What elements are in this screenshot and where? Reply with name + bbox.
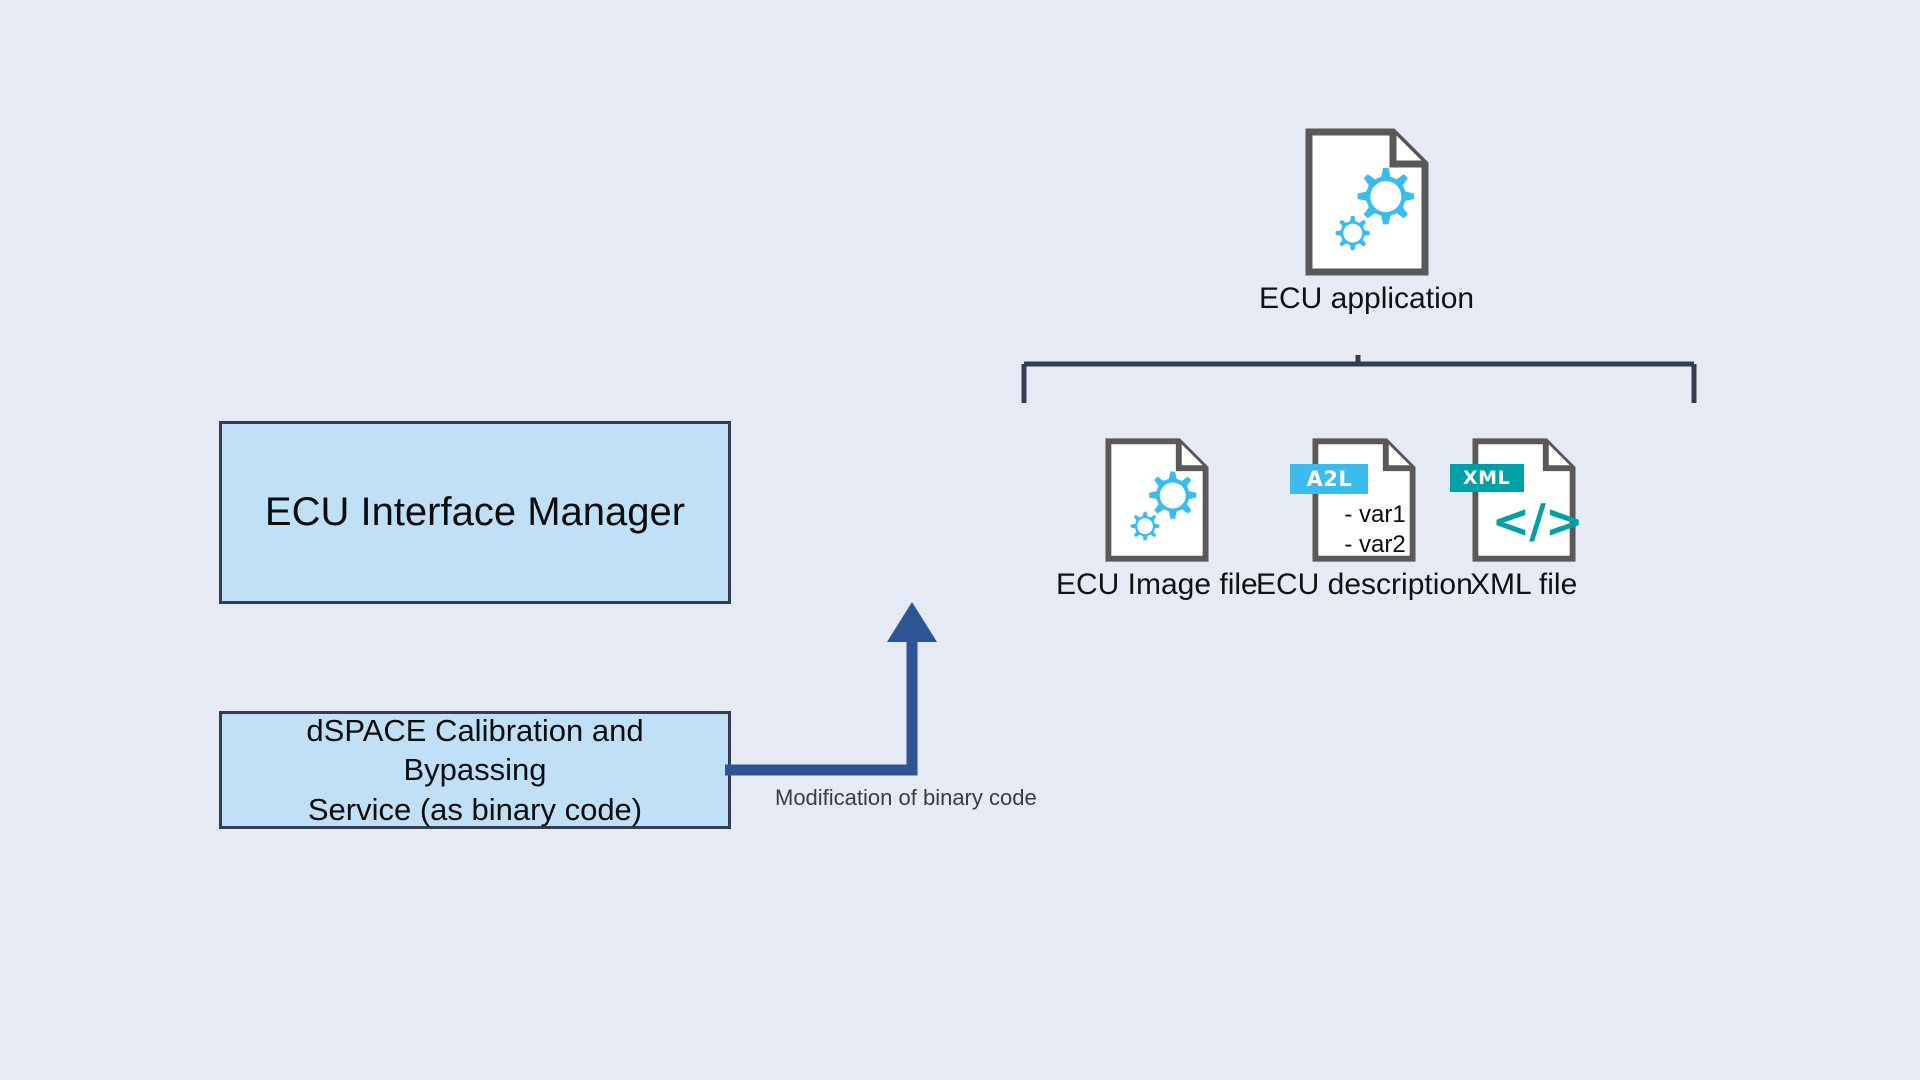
modification-arrow — [725, 600, 1125, 785]
a2l-variable-list: - var1 - var2 — [1344, 500, 1405, 560]
node-ecu-image-file[interactable]: ECU Image file — [1056, 438, 1258, 602]
xml-tag-badge: XML — [1449, 464, 1524, 492]
code-brackets-icon: </> — [1491, 494, 1584, 548]
document-a2l-icon: A2L - var1 - var2 — [1290, 438, 1416, 562]
document-xml-icon: XML </> — [1449, 438, 1584, 562]
a2l-tag-badge: A2L — [1290, 464, 1369, 494]
node-xml-file[interactable]: XML </> XML file — [1449, 438, 1584, 602]
node-ecu-image-file-caption: ECU Image file — [1056, 568, 1258, 601]
box-dspace-service-line1: dSPACE Calibration and Bypassing — [306, 712, 644, 788]
box-ecu-interface-manager-label: ECU Interface Manager — [264, 489, 686, 534]
document-gears-icon — [1105, 438, 1209, 562]
a2l-variable-item: - var2 — [1344, 531, 1406, 558]
node-ecu-application[interactable]: ECU application — [1259, 128, 1474, 316]
a2l-variable-item: - var1 — [1344, 501, 1406, 528]
ecu-application-to-artifacts-bracket — [1014, 355, 1704, 405]
node-ecu-description-caption: ECU description — [1256, 568, 1473, 601]
box-dspace-calibration-bypassing-service[interactable]: dSPACE Calibration and Bypassing Service… — [219, 711, 731, 829]
node-ecu-application-caption: ECU application — [1259, 282, 1475, 315]
box-ecu-interface-manager[interactable]: ECU Interface Manager — [219, 421, 731, 604]
node-xml-file-caption: XML file — [1470, 568, 1578, 601]
box-dspace-service-text: dSPACE Calibration and Bypassing Service… — [232, 711, 718, 830]
node-ecu-description[interactable]: A2L - var1 - var2 ECU description — [1256, 438, 1473, 602]
document-gears-icon — [1305, 128, 1429, 276]
box-dspace-service-line2: Service (as binary code) — [307, 791, 643, 827]
modification-arrow-label: Modification of binary code — [775, 785, 1037, 810]
